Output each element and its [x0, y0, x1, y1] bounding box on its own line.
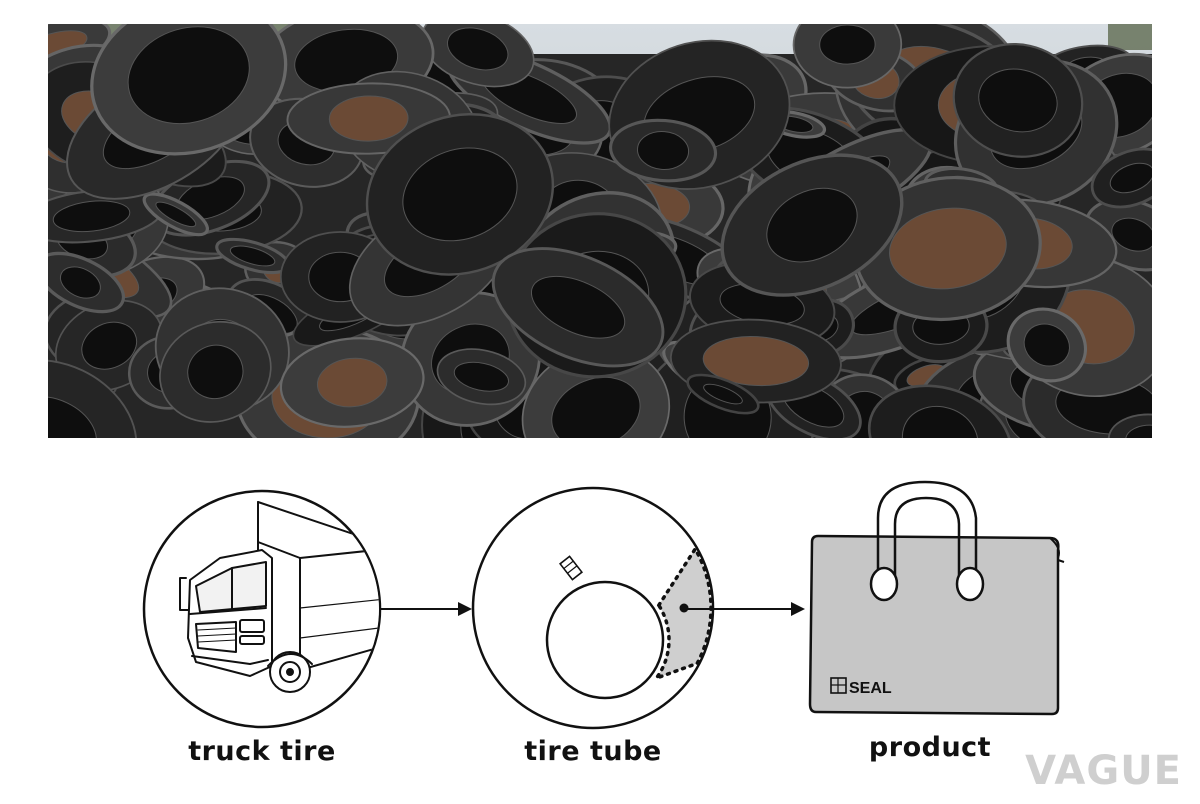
tire-hole — [155, 201, 197, 228]
step-label-product: product — [868, 732, 992, 763]
tire-hole — [766, 187, 858, 263]
tire-hole — [81, 321, 138, 370]
tire-hole — [901, 405, 979, 438]
tire-pile-photo — [48, 24, 1152, 438]
arrow-2 — [688, 602, 805, 616]
seal-logo: SEAL — [830, 677, 892, 697]
step-label-truck-tire: truck tire — [188, 736, 336, 767]
tire-hole — [447, 27, 509, 71]
tire-hole — [402, 147, 518, 242]
tire-hole — [48, 396, 97, 438]
tire-hole — [703, 383, 743, 405]
tire-hole — [52, 200, 131, 233]
tire-hole — [530, 275, 626, 339]
tire-hole — [187, 344, 244, 400]
tire-pile-image — [48, 24, 1152, 438]
tire-hole — [819, 24, 876, 65]
tire-hole — [127, 26, 250, 125]
tire-shape — [1107, 413, 1152, 438]
tire-hole — [1125, 424, 1152, 438]
tire-tube-icon — [471, 486, 715, 730]
bag-icon: SEAL — [808, 480, 1065, 716]
tire-hole — [328, 95, 409, 142]
tire-hole — [637, 130, 690, 171]
process-diagram: SEAL truck tire tire tube product — [0, 438, 1200, 800]
tire-hole — [702, 335, 810, 387]
tire-hole — [889, 207, 1007, 290]
tire-hole — [59, 266, 101, 299]
process-diagram-svg: SEAL — [142, 480, 1065, 730]
truck-icon — [142, 489, 382, 729]
tire-hole — [1109, 162, 1152, 194]
tire-hole — [1023, 323, 1070, 367]
tire-hole — [229, 245, 276, 267]
tire-hole — [453, 361, 509, 392]
tire-hole — [316, 357, 388, 408]
vague-watermark: VAGUE — [1025, 748, 1182, 794]
arrow-1 — [381, 602, 472, 616]
tire-hole — [551, 376, 641, 438]
step-label-tire-tube: tire tube — [524, 736, 662, 767]
tire-hole — [1111, 217, 1152, 252]
tire-hole — [978, 68, 1058, 133]
seal-brand-text: SEAL — [849, 680, 892, 697]
tire-shape — [867, 384, 1013, 438]
